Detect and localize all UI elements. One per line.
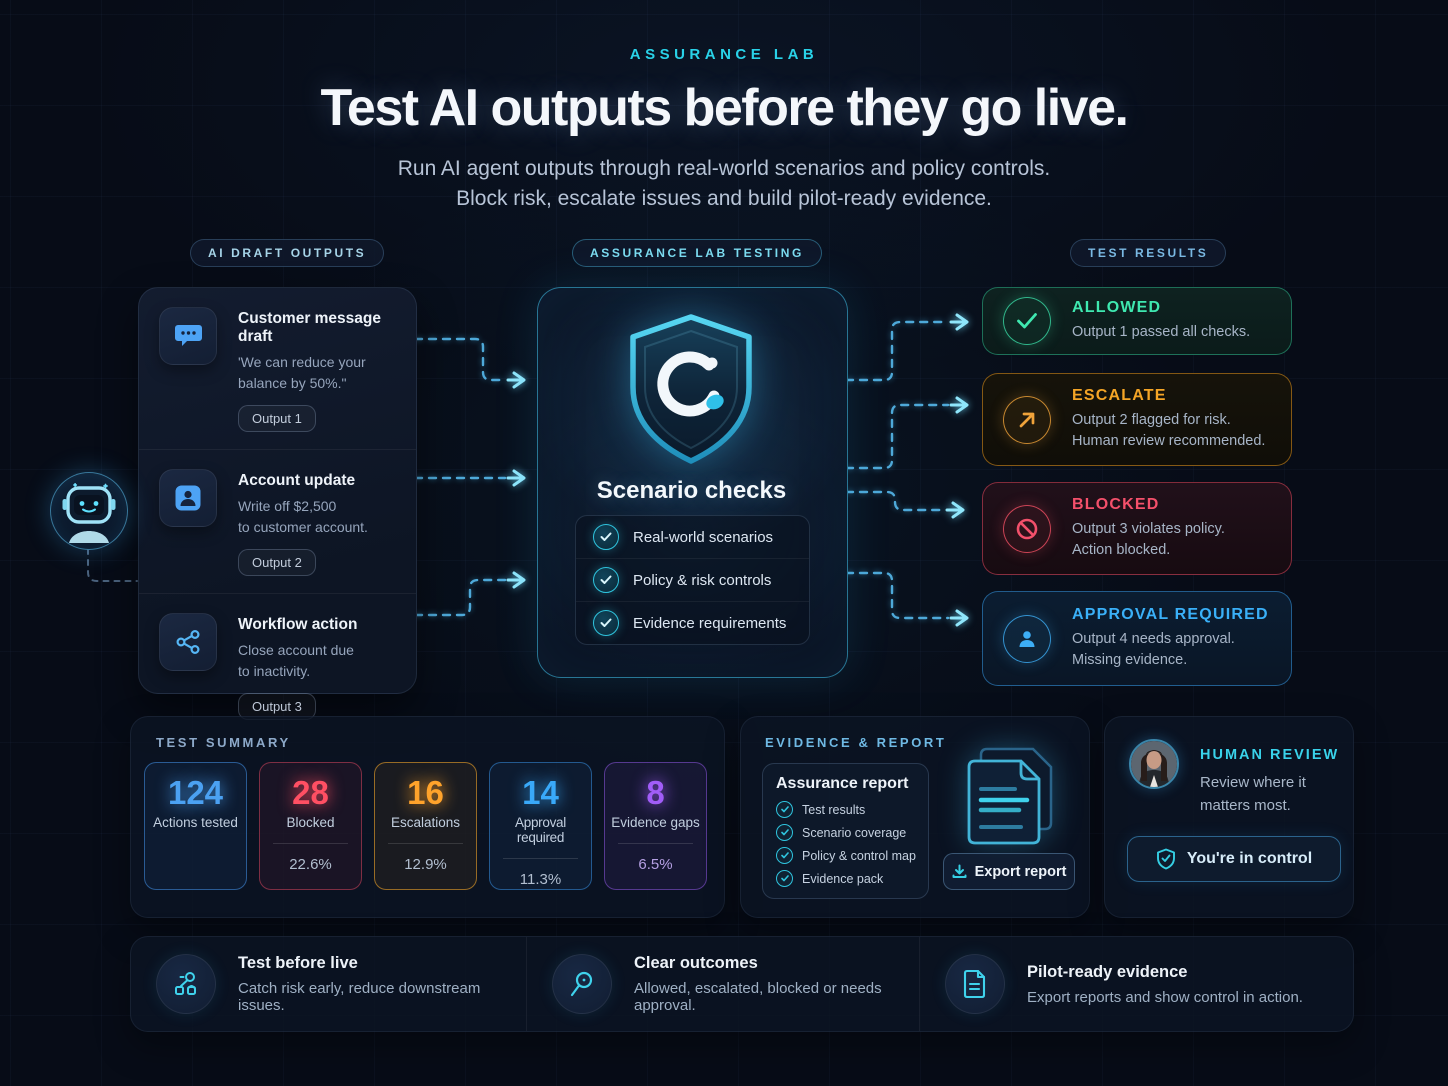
result-status: ESCALATE xyxy=(1072,386,1167,404)
divider xyxy=(388,843,463,844)
ai-draft-outputs-card: Customer message draft 'We can reduce yo… xyxy=(138,287,417,720)
human-review-card: HUMAN REVIEW Review where it matters mos… xyxy=(1104,716,1354,918)
export-report-button[interactable]: Export report xyxy=(943,853,1075,890)
magnifier-icon xyxy=(552,954,612,1014)
scenario-check-item: Evidence requirements xyxy=(576,601,809,644)
check-circle-icon xyxy=(593,567,619,593)
divider xyxy=(618,843,693,844)
draft-title: Workflow action xyxy=(238,616,358,633)
draft-item-workflow-action: Workflow action Close account due to ina… xyxy=(139,593,416,737)
result-status: BLOCKED xyxy=(1072,495,1160,513)
documents-icon xyxy=(949,743,1067,849)
shield-logo-icon xyxy=(607,306,775,474)
result-desc: Output 3 violates policy. Action blocked… xyxy=(1072,520,1225,558)
report-item: Policy & control map xyxy=(776,847,918,864)
org-nodes-icon xyxy=(156,954,216,1014)
testing-column-label: ASSURANCE LAB TESTING xyxy=(572,239,822,267)
person-icon xyxy=(1003,614,1051,663)
feature-desc: Allowed, escalated, blocked or needs app… xyxy=(634,980,882,1014)
human-review-desc: Review where it matters most. xyxy=(1200,774,1306,814)
result-desc: Output 2 flagged for risk. Human review … xyxy=(1072,411,1266,449)
report-item: Test results xyxy=(776,801,918,818)
divider xyxy=(273,843,348,844)
result-card-blocked: BLOCKED Output 3 violates policy. Action… xyxy=(982,482,1292,575)
check-circle-icon xyxy=(776,847,793,864)
report-title: Assurance report xyxy=(776,775,909,792)
draft-item-customer-message: Customer message draft 'We can reduce yo… xyxy=(139,288,416,449)
document-icon xyxy=(945,954,1005,1014)
report-item: Scenario coverage xyxy=(776,824,918,841)
draft-title: Customer message draft xyxy=(238,310,382,345)
check-circle-icon xyxy=(593,610,619,636)
draft-title: Account update xyxy=(238,472,356,489)
youre-in-control-button[interactable]: You're in control xyxy=(1127,836,1341,882)
draft-item-account-update: Account update Write off $2,500 to custo… xyxy=(139,449,416,593)
workflow-share-icon xyxy=(159,613,217,671)
scenario-check-item: Policy & risk controls xyxy=(576,558,809,601)
reviewer-avatar xyxy=(1129,739,1179,789)
youre-in-control-label: You're in control xyxy=(1186,850,1313,867)
check-circle-icon xyxy=(593,524,619,550)
feature-clear-outcomes: Clear outcomes Allowed, escalated, block… xyxy=(526,937,919,1031)
result-desc: Output 1 passed all checks. xyxy=(1072,323,1251,340)
draft-desc: Close account due to inactivity. xyxy=(238,642,354,679)
feature-desc: Catch risk early, reduce downstream issu… xyxy=(238,980,481,1014)
check-circle-icon xyxy=(776,870,793,887)
result-card-allowed: ALLOWED Output 1 passed all checks. xyxy=(982,287,1292,355)
evidence-heading: EVIDENCE & REPORT xyxy=(765,735,947,750)
arrow-up-right-icon xyxy=(1003,395,1051,444)
stat-actions-tested: 124 Actions tested xyxy=(144,762,247,890)
features-bar: Test before live Catch risk early, reduc… xyxy=(130,936,1354,1032)
stat-evidence-gaps: 8 Evidence gaps 6.5% xyxy=(604,762,707,890)
stats-row: 124 Actions tested 28 Blocked 22.6% 16 E… xyxy=(144,762,707,890)
result-desc: Output 4 needs approval. Missing evidenc… xyxy=(1072,630,1235,668)
feature-title: Clear outcomes xyxy=(634,954,758,972)
scenario-check-item: Real-world scenarios xyxy=(576,516,809,558)
feature-title: Test before live xyxy=(238,954,358,972)
divider xyxy=(503,858,578,859)
feature-pilot-ready-evidence: Pilot-ready evidence Export reports and … xyxy=(919,937,1353,1031)
feature-desc: Export reports and show control in actio… xyxy=(1027,988,1303,1006)
check-circle-icon xyxy=(776,801,793,818)
stat-approval-required: 14 Approval required 11.3% xyxy=(489,762,592,890)
result-status: ALLOWED xyxy=(1072,298,1162,316)
page-eyebrow: ASSURANCE LAB xyxy=(629,46,819,63)
user-badge-icon xyxy=(159,469,217,527)
human-review-heading: HUMAN REVIEW xyxy=(1200,747,1340,763)
test-summary-panel: TEST SUMMARY 124 Actions tested 28 Block… xyxy=(130,716,725,918)
chat-bubble-icon xyxy=(159,307,217,365)
result-card-approval-required: APPROVAL REQUIRED Output 4 needs approva… xyxy=(982,591,1292,686)
stat-escalations: 16 Escalations 12.9% xyxy=(374,762,477,890)
check-icon xyxy=(1003,297,1051,345)
output-tag: Output 1 xyxy=(238,405,316,432)
shield-check-icon xyxy=(1156,848,1176,870)
page-subtitle-line2: Block risk, escalate issues and build pi… xyxy=(456,187,992,210)
result-status: APPROVAL REQUIRED xyxy=(1072,605,1269,623)
results-column-label: TEST RESULTS xyxy=(1070,239,1227,267)
result-card-escalate: ESCALATE Output 2 flagged for risk. Huma… xyxy=(982,373,1292,466)
feature-title: Pilot-ready evidence xyxy=(1027,962,1188,981)
export-report-label: Export report xyxy=(974,863,1067,880)
output-tag: Output 2 xyxy=(238,549,316,576)
evidence-report-panel: EVIDENCE & REPORT Assurance report Test … xyxy=(740,716,1090,918)
assurance-report-card: Assurance report Test results Scenario c… xyxy=(762,763,929,899)
scenario-checklist: Real-world scenarios Policy & risk contr… xyxy=(575,515,810,645)
no-entry-icon xyxy=(1003,504,1051,553)
stat-blocked: 28 Blocked 22.6% xyxy=(259,762,362,890)
test-summary-heading: TEST SUMMARY xyxy=(156,735,291,750)
feature-test-before-live: Test before live Catch risk early, reduc… xyxy=(131,937,526,1031)
ai-robot-avatar xyxy=(50,472,128,550)
page-subtitle-line1: Run AI agent outputs through real-world … xyxy=(397,157,1051,180)
scenario-checks-heading: Scenario checks xyxy=(596,477,787,504)
draft-desc: Write off $2,500 to customer account. xyxy=(238,498,368,535)
download-icon xyxy=(952,864,967,879)
report-item: Evidence pack xyxy=(776,870,918,887)
check-circle-icon xyxy=(776,824,793,841)
draft-desc: 'We can reduce your balance by 50%." xyxy=(238,354,366,391)
drafts-column-label: AI DRAFT OUTPUTS xyxy=(190,239,385,267)
page-title: Test AI outputs before they go live. xyxy=(320,79,1129,137)
